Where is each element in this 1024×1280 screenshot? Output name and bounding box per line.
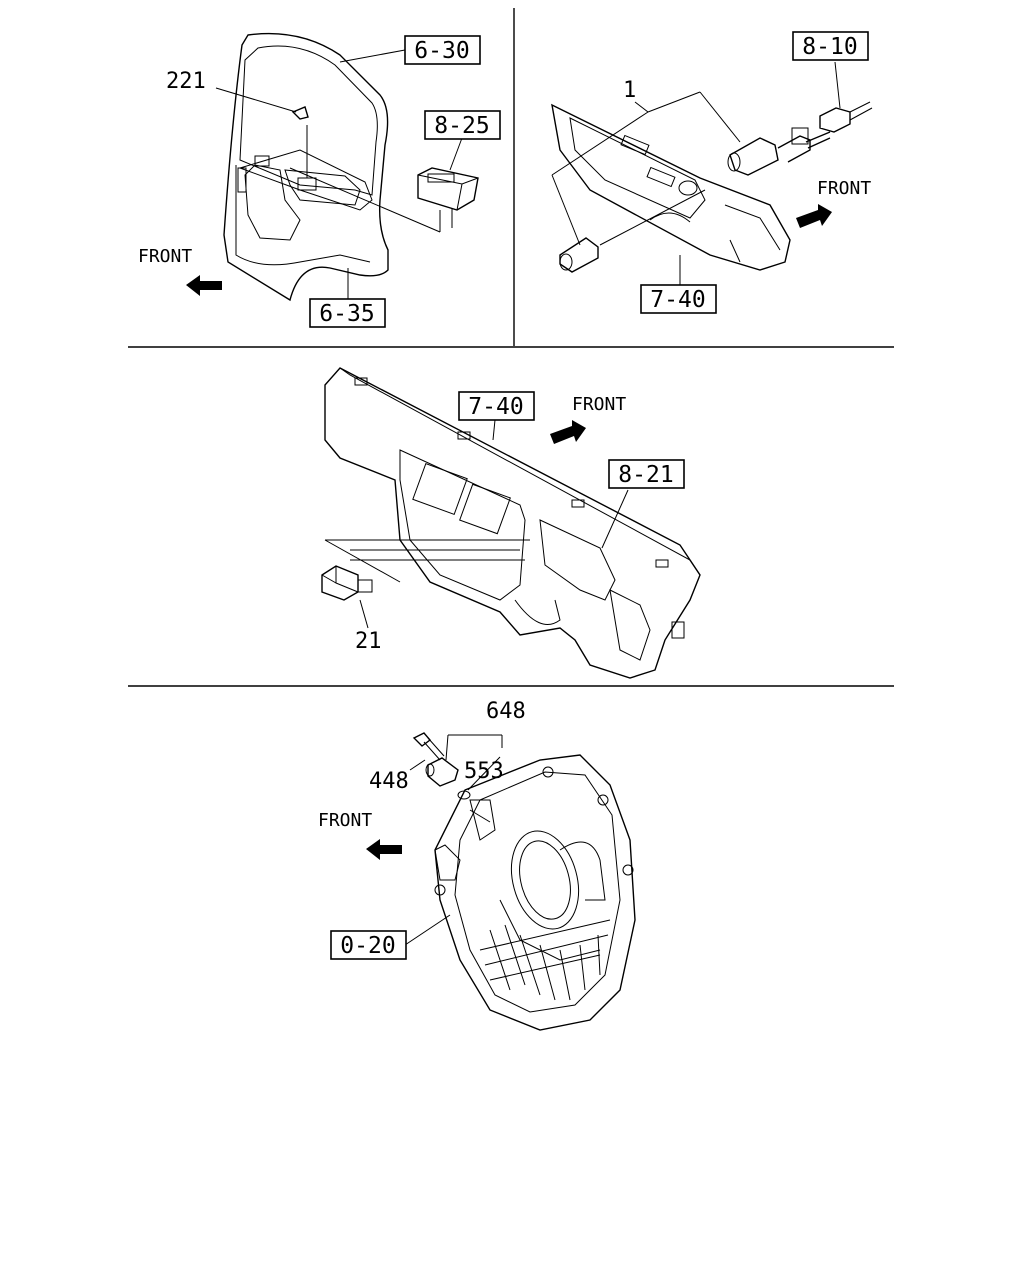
part-number-553[interactable]: 553 [464,759,504,784]
switch-21-illustration [321,565,373,601]
front-arrow-icon [366,839,402,860]
window-switch-illustration [417,167,479,232]
door-panel: 6-30 8-25 6-35 221 FRONT [138,32,501,328]
door-illustration [223,32,389,302]
control-panel-illustration [551,103,791,271]
ref-box-8-21[interactable]: 8-21 [608,459,685,489]
front-arrow-icon [186,275,222,296]
ref-label: 8-10 [802,34,857,60]
ref-label: 6-35 [319,301,374,327]
ref-box-6-30[interactable]: 6-30 [404,35,481,65]
ref-box-7-40[interactable]: 7-40 [640,284,717,314]
ref-label: 7-40 [650,287,705,313]
ref-label: 7-40 [468,394,523,420]
front-label: FRONT [318,810,372,831]
ref-box-7-40-dash[interactable]: 7-40 [458,391,535,421]
panel-dividers [128,8,894,687]
dash-panel: 7-40 8-21 21 FRONT [321,367,701,679]
ref-box-8-25[interactable]: 8-25 [424,110,501,140]
ref-label: 6-30 [414,38,469,64]
ref-label: 0-20 [340,933,395,959]
ref-box-6-35[interactable]: 6-35 [309,298,386,328]
part-number-448[interactable]: 448 [369,769,409,794]
housing-panel: 0-20 648 448 553 FRONT [318,699,636,1031]
front-label: FRONT [138,246,192,267]
ref-label: 8-21 [618,462,673,488]
part-number-21[interactable]: 21 [355,629,382,654]
bolt-448-illustration [412,732,445,761]
ref-box-0-20[interactable]: 0-20 [330,930,407,960]
ref-label: 8-25 [434,113,489,139]
flywheel-housing-illustration [434,754,636,1031]
front-label: FRONT [817,178,871,199]
oring-553-illustration [457,790,471,800]
part-number-221[interactable]: 221 [166,69,206,94]
plug-illustration [559,237,599,273]
part-number-1[interactable]: 1 [623,78,636,103]
front-arrow-icon [796,204,832,228]
front-arrow-icon [550,420,586,444]
lighter-illustration [727,127,831,176]
heater-panel: 8-10 7-40 1 FRONT [551,31,873,314]
instrument-panel-illustration [324,367,701,679]
front-label: FRONT [572,394,626,415]
harness-connector-illustration [819,101,873,133]
part-number-648[interactable]: 648 [486,699,526,724]
ref-box-8-10[interactable]: 8-10 [792,31,869,61]
sensor-648-illustration [425,757,459,787]
